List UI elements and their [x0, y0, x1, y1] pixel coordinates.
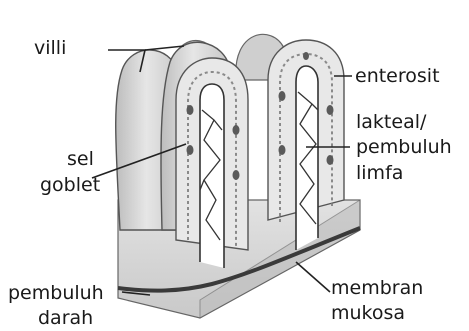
label-lakteal: lakteal/: [356, 111, 426, 133]
label-villi: villi: [34, 37, 66, 59]
label-lakteal-limfa: limfa: [356, 162, 403, 184]
label-pembuluh: pembuluh: [8, 282, 104, 304]
label-lakteal-pembuluh: pembuluh: [356, 136, 452, 158]
label-goblet: goblet: [40, 174, 100, 196]
label-enterosit: enterosit: [355, 65, 440, 87]
label-mukosa: mukosa: [331, 302, 405, 324]
label-membran: membran: [331, 277, 423, 299]
label-darah: darah: [38, 307, 93, 329]
label-sel: sel: [67, 148, 94, 170]
